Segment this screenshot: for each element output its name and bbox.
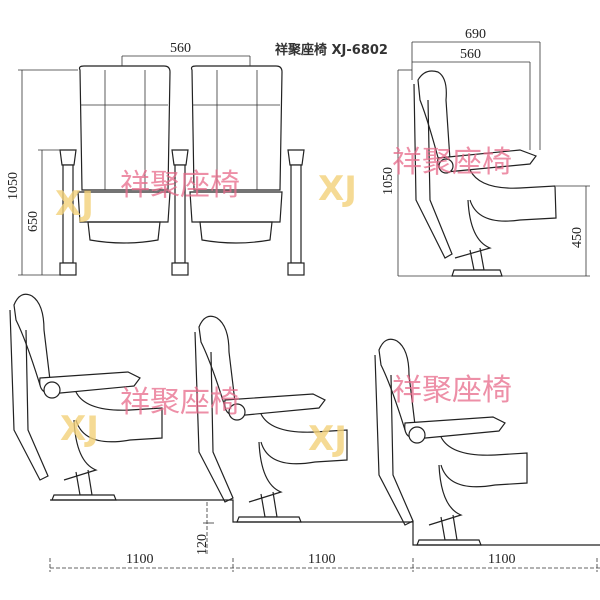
front-chair-left: [77, 65, 171, 244]
front-width-dimension: 560: [170, 41, 191, 56]
watermark-text: 祥聚座椅: [392, 145, 512, 180]
side-depth-dimension: 690: [465, 27, 486, 42]
side-seat-height-dimension: 450: [570, 227, 585, 248]
side-view: 690 560 1050 450: [381, 27, 590, 277]
row-spacing-2: 1100: [308, 552, 335, 567]
front-chair-right: [189, 65, 283, 244]
step-height-dimension: 120: [195, 534, 210, 555]
watermark-logo: XJ: [308, 419, 347, 459]
front-height-dimension: 1050: [6, 172, 21, 200]
side-seat-depth-dimension: 560: [460, 47, 481, 62]
watermarks: XJ 祥聚座椅 XJ 祥聚座椅 XJ 祥聚座椅 XJ 祥聚座椅: [55, 145, 512, 459]
tiered-view: 120 1100 1100 1100: [9, 293, 600, 572]
watermark-text: 祥聚座椅: [120, 168, 240, 203]
floor-steps: [50, 499, 600, 546]
tiered-chair-3: [374, 338, 528, 546]
watermark-text: 祥聚座椅: [120, 385, 240, 420]
watermark-logo: XJ: [318, 169, 357, 209]
watermark-logo: XJ: [60, 409, 99, 449]
watermark-logo: XJ: [55, 184, 94, 224]
tiered-chair-1: [9, 293, 163, 501]
front-armrests: [59, 149, 305, 276]
side-height-dimension: 1050: [381, 167, 396, 195]
row-spacing-1: 1100: [126, 552, 153, 567]
front-arm-height-dimension: 650: [26, 211, 41, 232]
row-spacing-3: 1100: [488, 552, 515, 567]
drawing-title: 祥聚座椅 XJ-6802: [275, 42, 388, 58]
watermark-text: 祥聚座椅: [392, 373, 512, 408]
front-view: 560 1050 650: [6, 41, 305, 276]
